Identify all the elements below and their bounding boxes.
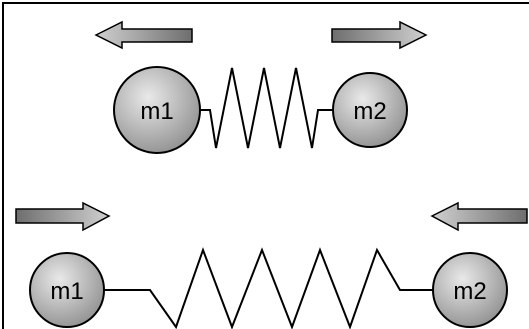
bottom-arrow-right xyxy=(430,201,528,232)
bottom-system: m1 m2 xyxy=(15,201,528,329)
arrow-right-icon xyxy=(15,201,111,232)
top-mass-m1: m1 xyxy=(113,66,201,154)
top-mass-m2: m2 xyxy=(332,72,408,148)
bottom-mass-m2: m2 xyxy=(432,252,508,328)
mass-circle xyxy=(29,252,105,328)
mass-label: m2 xyxy=(353,98,386,125)
mass-label: m2 xyxy=(453,278,486,305)
bottom-mass-m1: m1 xyxy=(29,252,105,328)
bottom-arrow-left xyxy=(15,201,111,232)
arrow-left-icon xyxy=(94,20,193,50)
mass-circle xyxy=(332,72,408,148)
mass-label: m1 xyxy=(140,98,173,125)
mass-circle xyxy=(432,252,508,328)
top-arrow-right xyxy=(331,20,428,50)
arrow-left-icon xyxy=(430,201,528,232)
bottom-spring xyxy=(104,247,434,329)
top-spring xyxy=(199,67,334,149)
arrow-right-icon xyxy=(331,20,428,50)
top-system: m1 m2 xyxy=(94,20,428,154)
mass-label: m1 xyxy=(50,278,83,305)
top-arrow-left xyxy=(94,20,193,50)
mass-circle xyxy=(113,66,201,154)
